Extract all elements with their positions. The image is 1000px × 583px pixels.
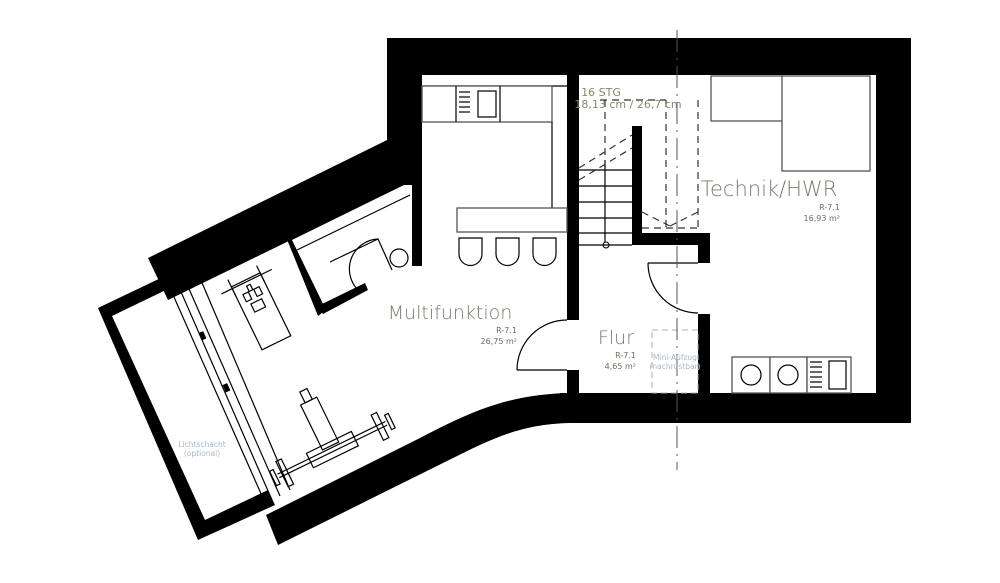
stairs-steps-label: 16 STG [581,86,621,99]
alcove-wall [284,175,422,316]
wall-curved-bottom [266,393,575,545]
room-name-technik: Technik/HWR [701,177,838,201]
sink-icon [810,360,847,390]
stool-2 [495,237,520,267]
wall-multi-flur-upper [567,75,579,320]
alcove-wall-bottom [318,283,368,314]
washer [731,356,771,394]
room-area-technik: 16,93 m² [804,214,840,223]
lightwell-label: Lichtschacht [178,440,225,449]
lightwell-sublabel: (optional) [184,449,220,458]
washer-drum-icon [740,364,762,386]
stool-1 [458,237,483,267]
wall-right [876,38,911,423]
exterior-walls [98,38,911,545]
window-lines [169,277,291,506]
dryer-drum-icon [777,364,799,386]
round-tank-icon [389,248,409,268]
mini-lift-label: Mini-Aufzug [653,353,697,362]
room-area-flur: 4,65 m² [605,362,636,371]
mini-lift-outline [651,329,699,394]
labels: 16 STG 18,13 cm / 26,7 cm Technik/HWR R-… [178,86,840,458]
bar-counter [456,207,568,233]
wall-flur-top [632,233,710,245]
wall-flur-technik-lower [698,314,710,396]
kitchenette [421,80,568,267]
fitness-equipment [221,265,396,488]
technik-door [647,262,699,314]
dryer [769,356,808,394]
alcove-door-arc [348,238,379,291]
wall-bottom-right [560,393,911,423]
wall-diagonal-top [148,140,422,300]
storage-unit-small [710,75,784,122]
counter-top [421,85,553,123]
room-code-multifunktion: R-7.1 [496,326,517,335]
storage-unit-large [781,75,871,172]
stairs-dimensions-label: 18,13 cm / 26,7 cm [574,98,681,111]
staircase [578,99,699,249]
room-area-multifunktion: 26,75 m² [481,337,517,346]
stool-3 [532,237,557,267]
lightwell-frame [98,276,275,540]
mini-lift-sublabel: (nachrüstbar) [649,362,700,371]
room-code-technik: R-7.1 [819,203,840,212]
room-name-flur: Flur [598,327,634,349]
sink-icon [459,90,497,118]
technik-equipment [710,75,871,394]
wall-multi-flur-lower [567,370,579,395]
multifunction-door [516,319,568,371]
alcove-contents [296,194,411,291]
room-name-multifunktion: Multifunktion [388,302,513,324]
interior-walls [284,75,710,396]
wall-flur-technik-upper [698,233,710,263]
room-code-flur: R-7.1 [615,351,636,360]
wall-stair-core [632,126,642,241]
wall-left-upper [387,38,422,156]
wall-top [387,38,911,75]
